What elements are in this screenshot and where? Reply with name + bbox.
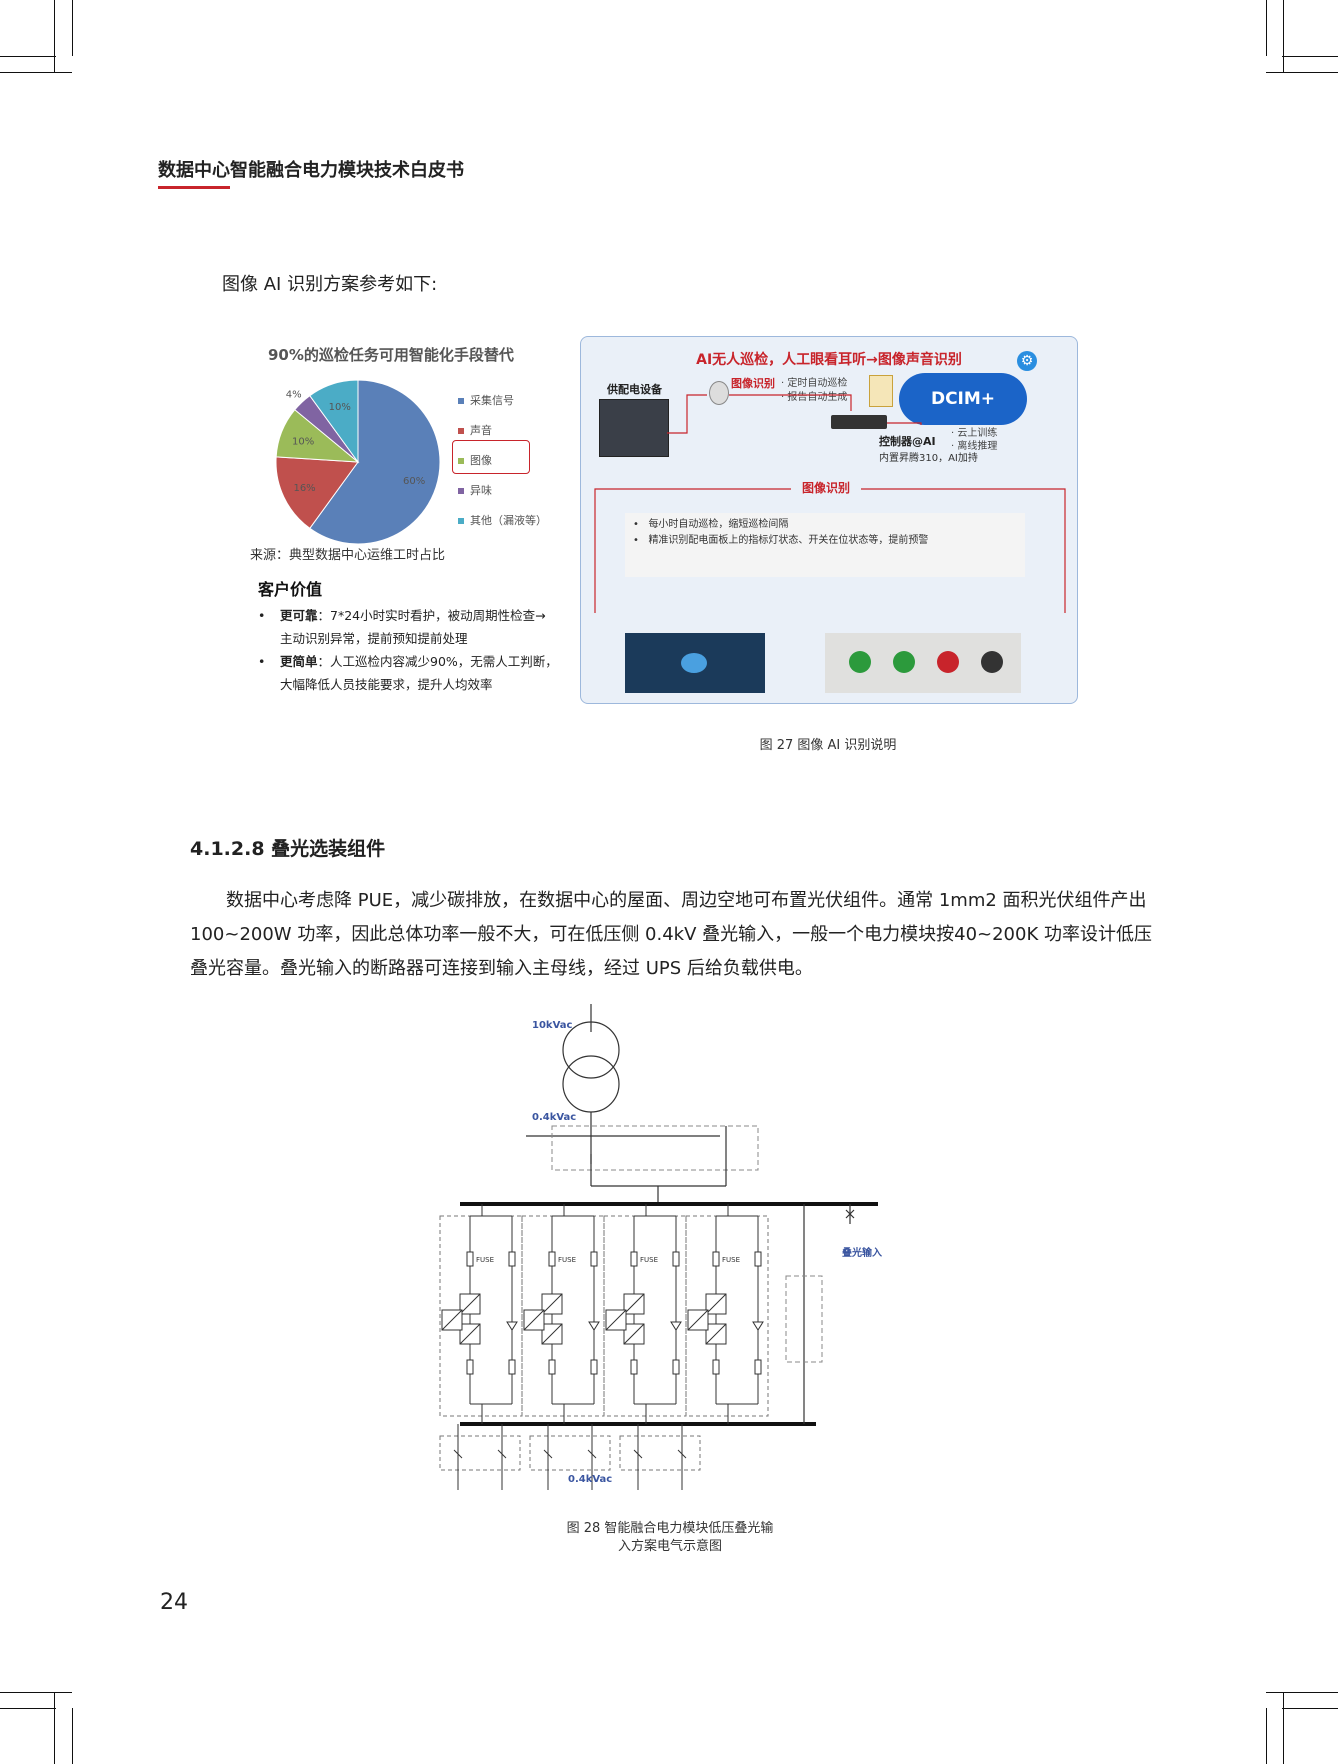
figure27-caption: 图 27 图像 AI 识别说明 [759, 738, 897, 753]
list-item: •更可靠：7*24小时实时看护，被动周期性检查→主动识别异常，提前预知提前处理 [258, 608, 546, 646]
pie-data-label: 16% [293, 483, 315, 494]
output-feeder [529, 1424, 611, 1490]
lv-label: 0.4kVac [532, 1112, 577, 1123]
controller-sub: 内置昇腾310，AI加持 [879, 453, 978, 464]
panel-title: AI无人巡检，人工眼看耳听→图像声音识别 [696, 352, 962, 368]
crop-mark [1282, 56, 1338, 57]
legend-label: 异味 [470, 484, 492, 497]
legend-swatch [458, 458, 464, 464]
crop-mark [0, 1692, 72, 1693]
customer-value-title: 客户价值 [258, 580, 323, 599]
hv-label: 10kVac [532, 1020, 573, 1031]
crop-mark [0, 72, 72, 73]
gear-icon: ⚙ [1017, 351, 1037, 371]
pie-chart: 60% 16% 10% 4% 10% [275, 379, 441, 545]
legend-swatch [458, 488, 464, 494]
ai-inspection-panel: AI无人巡检，人工眼看耳听→图像声音识别 · 定时自动巡检 · 报告自动生成 D… [580, 336, 1078, 704]
report-icon [869, 375, 893, 407]
intro-text: 图像 AI 识别方案参考如下: [222, 274, 438, 295]
section-heading: 4.1.2.8 叠光选装组件 [190, 838, 386, 860]
pie-legend: 采集信号声音图像异味其他（漏液等） [458, 386, 547, 536]
crop-mark [54, 0, 55, 72]
output-feeder [619, 1424, 701, 1490]
legend-item: 声音 [458, 416, 547, 446]
output-feeder [439, 1424, 521, 1490]
section-paragraph: 数据中心考虑降 PUE，减少碳排放，在数据中心的屋面、周边空地可布置光伏组件。通… [190, 890, 1152, 979]
running-header: 数据中心智能融合电力模块技术白皮书 [158, 160, 464, 181]
power-module: FUSE [439, 1204, 523, 1424]
pie-slice [309, 379, 359, 464]
crop-mark [1266, 1692, 1338, 1693]
crop-mark [1283, 1692, 1284, 1764]
legend-label: 其他（漏液等） [470, 514, 547, 527]
eye-image [625, 633, 765, 693]
controller-label: 控制器@AI [879, 435, 936, 448]
lv-bottom-label: 0.4kVac [568, 1474, 613, 1485]
list-item: •更简单：人工巡检内容减少90%，无需人工判断，大幅降低人员技能要求，提升人均效… [258, 654, 558, 692]
camera-icon [709, 381, 729, 405]
power-module: FUSE [603, 1204, 687, 1424]
legend-label: 声音 [470, 424, 492, 437]
crop-mark [54, 1692, 55, 1764]
legend-highlight-box [452, 440, 530, 474]
legend-item: 其他（漏液等） [458, 506, 547, 536]
legend-swatch [458, 428, 464, 434]
legend-item: 异味 [458, 476, 547, 506]
page-number: 24 [160, 1590, 188, 1615]
customer-value-list: •更可靠：7*24小时实时看护，被动周期性检查→主动识别异常，提前预知提前处理 … [258, 604, 558, 696]
legend-item: 采集信号 [458, 386, 547, 416]
legend-label: 采集信号 [470, 394, 514, 407]
switchgear-image [599, 399, 669, 457]
crop-mark [1283, 0, 1284, 72]
single-line-diagram: FUSE FUSE FUSE FUSE [439, 1004, 878, 1490]
fuse-label: FUSE [558, 1256, 576, 1264]
crop-mark [1266, 72, 1338, 73]
crop-mark [1266, 1708, 1267, 1764]
legend-item: 图像 [458, 446, 547, 476]
pie-slice [309, 379, 441, 545]
pie-title: 90%的巡检任务可用智能化手段替代 [268, 346, 514, 364]
pie-source: 来源：典型数据中心运维工时占比 [250, 548, 446, 563]
detail-box: • 每小时自动巡检，缩短巡检间隔 • 精准识别配电面板上的指标灯状态、开关在位状… [625, 513, 1025, 577]
fuse-label: FUSE [640, 1256, 658, 1264]
legend-swatch [458, 518, 464, 524]
fuse-label: FUSE [476, 1256, 494, 1264]
crop-mark [0, 1708, 56, 1709]
indicator-panel-image [825, 633, 1021, 693]
legend-label: 图像 [470, 454, 492, 467]
cloud-notes: · 云上训练 · 离线推理 [951, 428, 998, 452]
fuse-label: FUSE [722, 1256, 740, 1264]
crop-mark [1282, 1708, 1338, 1709]
pie-slice [275, 456, 359, 530]
crop-mark [72, 0, 73, 56]
controller-device [831, 415, 887, 429]
pie-data-label: 4% [286, 389, 302, 400]
dcim-cloud: DCIM+ [899, 373, 1027, 425]
crop-mark [0, 56, 56, 57]
pie-data-label: 10% [329, 402, 351, 413]
header-underline [158, 186, 230, 189]
legend-swatch [458, 398, 464, 404]
section-label: 图像识别 [801, 481, 850, 495]
pie-data-label: 10% [292, 436, 314, 447]
panel-notes: · 定时自动巡检 · 报告自动生成 [781, 378, 848, 403]
equipment-label: 供配电设备 [607, 383, 662, 396]
pie-data-label: 60% [403, 476, 425, 487]
power-module: FUSE [521, 1204, 605, 1424]
figure28-caption: 图 28 智能融合电力模块低压叠光输 入方案电气示意图 [566, 1521, 774, 1554]
crop-mark [1266, 0, 1267, 56]
panel-connectors [594, 394, 1066, 613]
camera-label: 图像识别 [731, 377, 775, 390]
pv-input-label: 叠光输入 [842, 1248, 882, 1259]
crop-mark [72, 1708, 73, 1764]
power-module: FUSE [685, 1204, 769, 1424]
